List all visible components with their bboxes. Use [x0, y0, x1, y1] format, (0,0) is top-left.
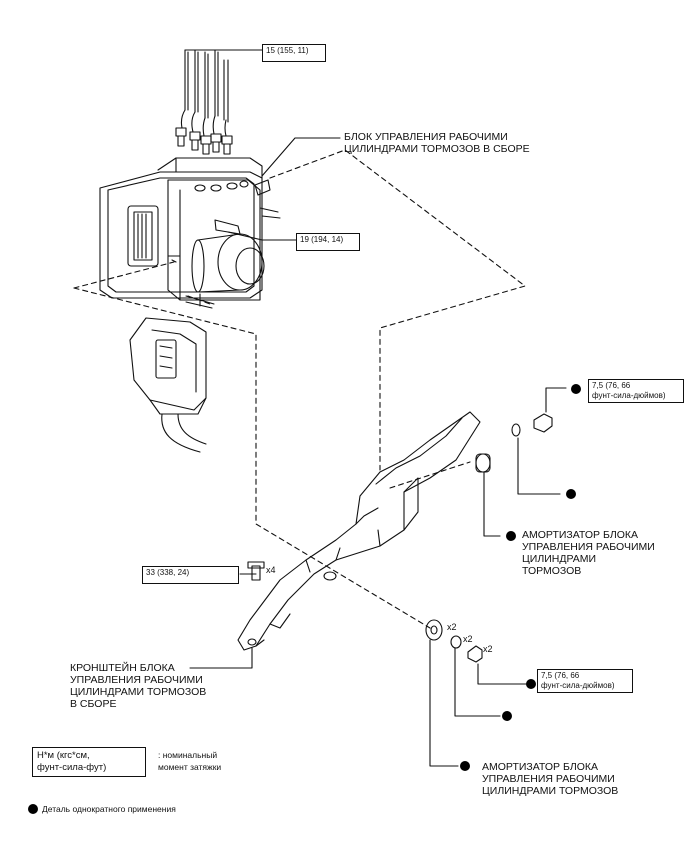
damper-hardware	[247, 413, 553, 663]
bracket-bolt-quantity: x4	[266, 565, 276, 575]
legend-single-use-text: Деталь однократного применения	[42, 804, 176, 814]
washer-quantity: x2	[463, 634, 473, 644]
bracket-label: КРОНШТЕЙН БЛОКА УПРАВЛЕНИЯ РАБОЧИМИ ЦИЛИ…	[70, 662, 207, 710]
brake-line-fittings	[175, 49, 263, 155]
damper-upper-label: АМОРТИЗАТОР БЛОКА УПРАВЛЕНИЯ РАБОЧИМИ ЦИ…	[522, 529, 655, 577]
leader-lines	[189, 137, 567, 767]
torque-box-unit-bolts: 19 (194, 14)	[296, 233, 360, 251]
torque-box-nut-lower: 7,5 (76, 66 фунт-сила-дюймов)	[537, 669, 633, 693]
single-use-marker	[506, 531, 516, 541]
single-use-marker	[460, 761, 470, 771]
torque-box-bracket-bolt: 33 (338, 24)	[142, 566, 239, 584]
abs-actuator-assembly	[99, 157, 281, 309]
alignment-lines	[73, 149, 526, 629]
wire-harness-connector	[129, 317, 207, 453]
single-use-marker	[571, 384, 581, 394]
legend-units-box: Н*м (кгс*см, фунт-сила-фут)	[32, 747, 146, 777]
torque-box-brake-lines: 15 (155, 11)	[262, 44, 326, 62]
mounting-bracket	[237, 411, 481, 651]
single-use-marker	[566, 489, 576, 499]
legend-single-use-marker	[28, 804, 38, 814]
abs-unit-label: БЛОК УПРАВЛЕНИЯ РАБОЧИМИ ЦИЛИНДРАМИ ТОРМ…	[344, 131, 530, 155]
damper-quantity: x2	[447, 622, 457, 632]
nut-quantity: x2	[483, 644, 493, 654]
legend-units-meaning: : номинальный момент затяжки	[158, 750, 222, 772]
single-use-marker	[526, 679, 536, 689]
torque-box-nut-upper: 7,5 (76, 66 фунт-сила-дюймов)	[588, 379, 684, 403]
damper-lower-label: АМОРТИЗАТОР БЛОКА УПРАВЛЕНИЯ РАБОЧИМИ ЦИ…	[482, 761, 619, 797]
single-use-marker	[502, 711, 512, 721]
